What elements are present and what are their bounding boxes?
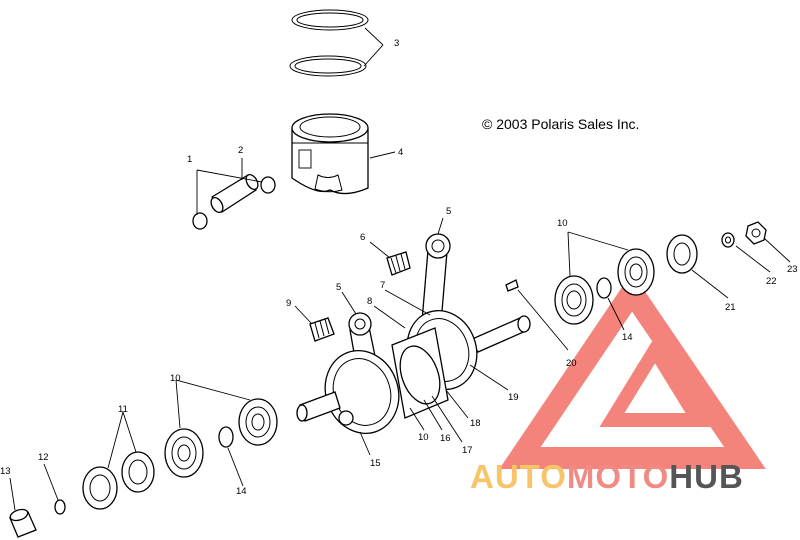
callout-10b: 10: [170, 373, 181, 384]
watermark-auto: AUTO: [470, 458, 567, 495]
main-bearing-right-inner: [554, 275, 594, 325]
callout-5b: 5: [336, 282, 341, 293]
callout-numbers: 1 2 3 4 5 5 6 7 8 9 10 10 10 11 12 13 14…: [0, 38, 798, 497]
piston-rings: [289, 9, 369, 77]
oil-seal-right: [666, 234, 698, 274]
needle-bearing-upper: [386, 251, 411, 276]
callout-4: 4: [398, 147, 403, 158]
callout-10a: 10: [557, 218, 568, 229]
retaining-ring: [54, 499, 66, 515]
callout-15: 15: [370, 458, 381, 469]
callout-10c: 10: [418, 432, 429, 443]
callout-14b: 14: [622, 332, 633, 343]
leader-lines: [9, 27, 791, 511]
needle-bearing-lower: [309, 317, 335, 342]
main-bearing-left-outer: [238, 398, 278, 446]
callout-20: 20: [566, 358, 577, 369]
piston: [291, 113, 369, 195]
main-bearing-right-outer: [617, 248, 655, 296]
callout-12: 12: [38, 452, 49, 463]
watermark-hub: HUB: [669, 458, 744, 495]
watermark-text: AUTOMOTOHUB: [470, 458, 744, 495]
callout-16: 16: [440, 433, 451, 444]
callout-18: 18: [470, 418, 481, 429]
callout-14a: 14: [236, 486, 247, 497]
callout-22: 22: [766, 276, 777, 287]
callout-23: 23: [787, 264, 798, 275]
seal-ring-right: [596, 277, 612, 299]
callout-2: 2: [238, 145, 243, 156]
seal-ring-left: [218, 426, 234, 448]
callout-13: 13: [0, 466, 11, 477]
crankshaft: [296, 310, 531, 434]
main-bearing-left-inner: [164, 428, 204, 478]
callout-21: 21: [725, 302, 736, 313]
callout-6: 6: [360, 232, 365, 243]
callout-19: 19: [508, 392, 519, 403]
woodruff-key: [505, 279, 519, 292]
callout-5a: 5: [446, 206, 451, 217]
callout-8: 8: [367, 296, 372, 307]
callout-17: 17: [462, 445, 473, 456]
callout-7: 7: [380, 280, 385, 291]
washer: [721, 232, 735, 248]
callout-11: 11: [118, 404, 128, 415]
copyright-text: © 2003 Polaris Sales Inc.: [482, 116, 639, 132]
wrist-pin-assembly: [192, 173, 276, 230]
oil-seal-left: [82, 451, 155, 510]
watermark-logo: [499, 272, 766, 469]
watermark-moto: MOTO: [567, 458, 669, 495]
nut: [745, 221, 767, 245]
spacer-sleeve: [9, 508, 37, 538]
callout-1: 1: [187, 154, 192, 165]
callout-3: 3: [394, 38, 399, 49]
callout-9: 9: [286, 298, 291, 309]
